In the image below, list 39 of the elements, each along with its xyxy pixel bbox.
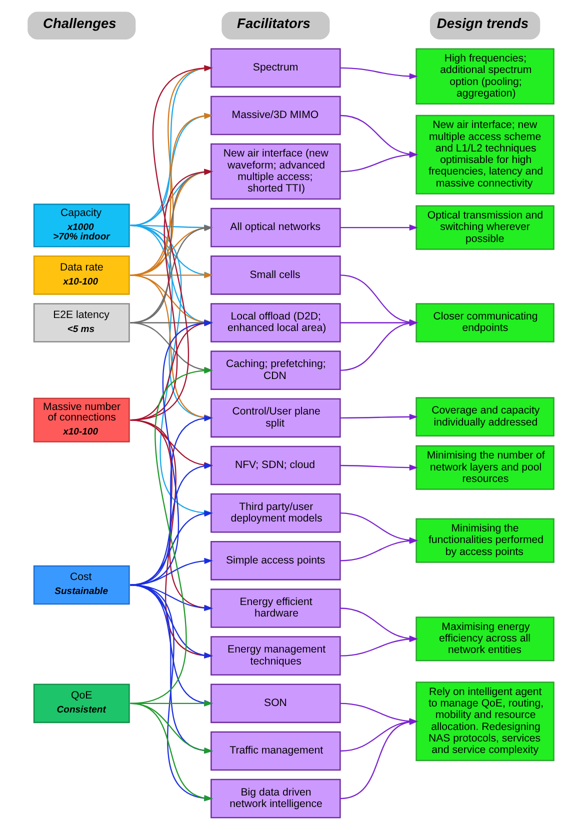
node-box: Traffic management [210, 731, 340, 771]
arrow [340, 224, 418, 231]
node-box: SON [210, 684, 340, 724]
node-box: QoE Consistent [32, 684, 130, 724]
node-box: E2E latency <5 ms [32, 303, 130, 342]
arrow [340, 414, 418, 420]
node-box: New air interface; new multiple access scheme and L1/L2 techniques optimisable for high frequencies, latency and massive connectivity [415, 114, 554, 194]
node-box: All optical networks [210, 208, 340, 248]
node-box: Energy efficient hardware [210, 588, 340, 628]
node-box: Data rate x10-100 [32, 255, 130, 295]
node-box: Challenges [27, 12, 136, 40]
node-box: Cost Sustainable [32, 565, 130, 605]
node-box: Local offload (D2D; enhanced local area) [210, 303, 340, 342]
node-box: Spectrum [210, 48, 340, 88]
node-box: Energy management techniques [210, 636, 340, 676]
node-box: Maximising energy efficiency across all network entities [415, 616, 554, 662]
node-box: Rely on intelligent agent to manage QoE, routing, mobility and resource allocation. Redesigning NAS protocols, services and service complexity [415, 682, 554, 762]
node-box: Capacity x1000 >70% indoor [32, 204, 130, 248]
node-box: Control/User plane split [210, 398, 340, 438]
node-box: Massive/3D MIMO [210, 96, 340, 136]
node-box: Coverage and capacity individually addressed [415, 397, 554, 437]
node-box: NFV; SDN; cloud [210, 446, 340, 486]
arrow [130, 702, 212, 802]
node-box: Closer communicating endpoints [415, 303, 554, 342]
node-box: Small cells [210, 255, 340, 295]
node-box: Big data driven network intelligence [210, 778, 340, 818]
node-box: Facilitators [221, 12, 330, 40]
node-box: Minimising the number of network layers and pool resources [415, 445, 554, 490]
node-box: New air interface (new waveform; advanced multiple access; shorted TTI) [210, 143, 340, 200]
node-box: Simple access points [210, 541, 340, 580]
node-box: High frequencies; additional spectrum option (pooling; aggregation) [415, 48, 554, 104]
node-box: Massive number of connections x10-100 [32, 398, 130, 442]
node-box: Design trends [429, 12, 540, 40]
node-box: Third party/user deployment models [210, 493, 340, 533]
arrow [340, 464, 418, 471]
arrow [340, 67, 418, 80]
node-box: Minimising the functionalities performed by access points [415, 518, 554, 563]
node-box: Caching; prefetching; CDN [210, 350, 340, 390]
node-box: Optical transmission and switching wherever possible [415, 205, 554, 250]
